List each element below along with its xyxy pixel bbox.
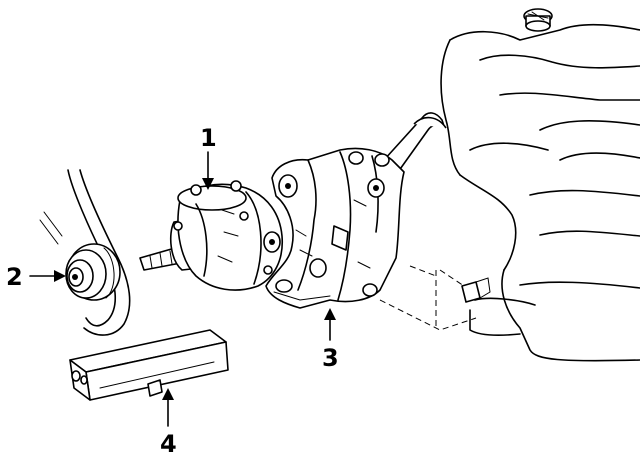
callout-4: 4 bbox=[160, 430, 177, 458]
leader-arrows bbox=[29, 151, 336, 427]
clutch-pulley bbox=[65, 243, 121, 301]
compressor bbox=[139, 180, 283, 291]
callout-2: 2 bbox=[6, 263, 23, 291]
callout-1: 1 bbox=[200, 124, 217, 152]
control-module bbox=[69, 329, 229, 401]
mounting-dashed-lines bbox=[379, 265, 491, 331]
callout-3: 3 bbox=[322, 344, 339, 372]
engine-block bbox=[440, 8, 640, 362]
mounting-bracket bbox=[265, 112, 447, 309]
